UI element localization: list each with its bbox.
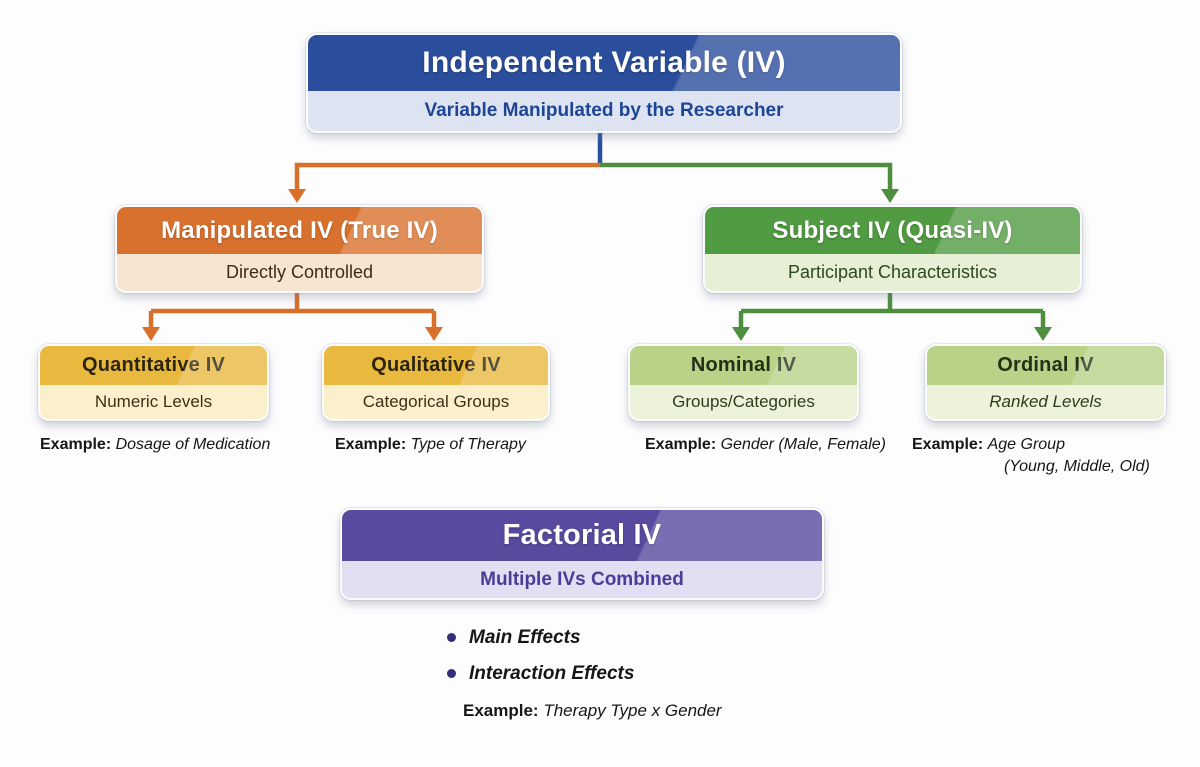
node-nominal-iv: Nominal IV Groups/Categories	[628, 344, 859, 421]
node-independent-variable: Independent Variable (IV) Variable Manip…	[306, 33, 902, 133]
example-quantitative: Example: Dosage of Medication	[40, 436, 270, 454]
node-title: Ordinal IV	[927, 346, 1164, 385]
example-value: Age Group	[987, 436, 1065, 453]
node-subtitle: Participant Characteristics	[705, 254, 1080, 291]
node-title: Manipulated IV (True IV)	[117, 207, 482, 254]
bullet-label: Interaction Effects	[469, 662, 635, 684]
example-value: Type of Therapy	[410, 436, 526, 453]
node-title: Subject IV (Quasi-IV)	[705, 207, 1080, 254]
arrowhead-nominal	[732, 327, 750, 341]
arrowhead-ordinal	[1034, 327, 1052, 341]
example-nominal: Example: Gender (Male, Female)	[645, 436, 886, 454]
example-factorial: Example: Therapy Type x Gender	[463, 701, 722, 721]
connector-subject-children	[738, 289, 1046, 329]
factorial-bullet-list: Main Effects Interaction Effects	[447, 626, 634, 698]
arrowhead-quantitative	[142, 327, 160, 341]
example-label: Example:	[645, 436, 717, 453]
bullet-icon	[447, 633, 456, 642]
node-qualitative-iv: Qualitative IV Categorical Groups	[322, 344, 550, 421]
node-title: Qualitative IV	[324, 346, 548, 385]
example-value: Therapy Type x Gender	[543, 701, 722, 720]
node-subtitle: Multiple IVs Combined	[342, 561, 822, 598]
node-title: Quantitative IV	[40, 346, 267, 385]
node-subtitle: Directly Controlled	[117, 254, 482, 291]
example-label: Example:	[335, 436, 407, 453]
bullet-icon	[447, 669, 456, 678]
node-subtitle: Variable Manipulated by the Researcher	[308, 91, 900, 131]
node-title: Nominal IV	[630, 346, 857, 385]
example-value: Dosage of Medication	[115, 436, 271, 453]
node-subtitle: Groups/Categories	[630, 385, 857, 419]
node-manipulated-iv: Manipulated IV (True IV) Directly Contro…	[115, 205, 484, 293]
example-label: Example:	[463, 701, 539, 720]
example-qualitative: Example: Type of Therapy	[335, 436, 526, 454]
connector-manipulated-children	[148, 289, 437, 329]
example-value: Gender (Male, Female)	[720, 436, 886, 453]
connector-root-to-manipulated	[294, 162, 600, 191]
bullet-label: Main Effects	[469, 626, 581, 648]
node-subtitle: Ranked Levels	[927, 385, 1164, 419]
list-item: Main Effects	[447, 626, 634, 649]
node-title: Independent Variable (IV)	[308, 35, 900, 91]
connector-root-to-subject	[600, 162, 893, 191]
node-title: Factorial IV	[342, 510, 822, 561]
example-ordinal: Example: Age Group (Young, Middle, Old)	[912, 436, 1150, 476]
node-factorial-iv: Factorial IV Multiple IVs Combined	[340, 508, 824, 600]
node-subtitle: Numeric Levels	[40, 385, 267, 419]
node-subtitle: Categorical Groups	[324, 385, 548, 419]
arrowhead-subject	[881, 189, 899, 203]
node-subject-iv: Subject IV (Quasi-IV) Participant Charac…	[703, 205, 1082, 293]
example-value-line2: (Young, Middle, Old)	[1004, 458, 1150, 475]
example-label: Example:	[912, 436, 984, 453]
node-quantitative-iv: Quantitative IV Numeric Levels	[38, 344, 269, 421]
arrowhead-qualitative	[425, 327, 443, 341]
node-ordinal-iv: Ordinal IV Ranked Levels	[925, 344, 1166, 421]
example-label: Example:	[40, 436, 112, 453]
arrowhead-manipulated	[288, 189, 306, 203]
list-item: Interaction Effects	[447, 662, 634, 685]
